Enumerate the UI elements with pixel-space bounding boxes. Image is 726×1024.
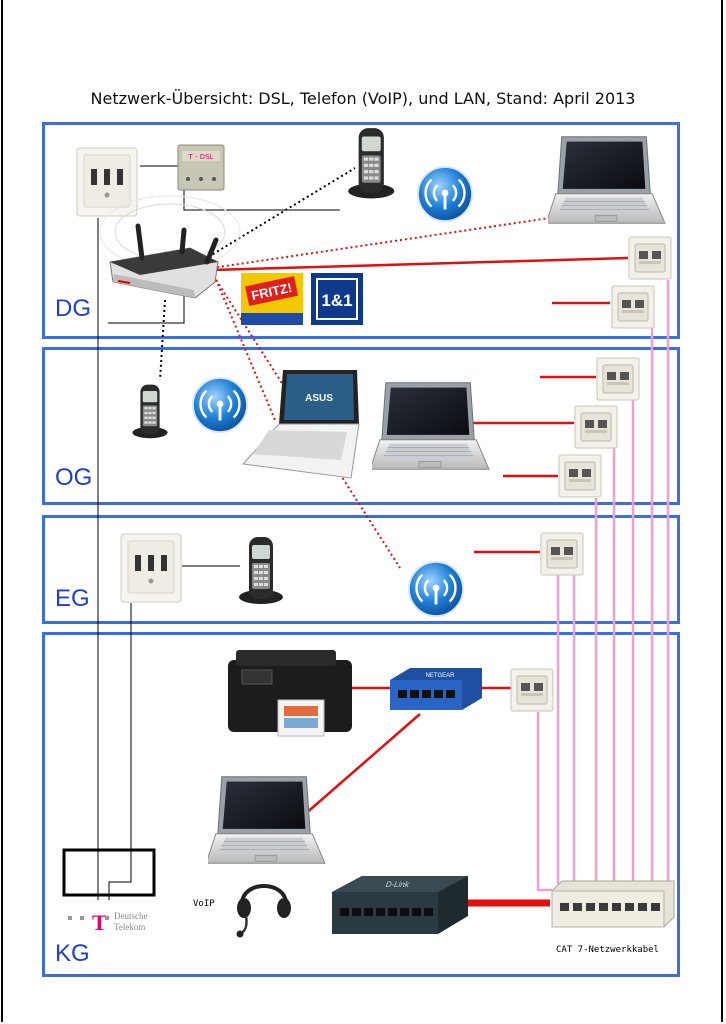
laptop-kg [208, 776, 326, 864]
dsl-splitter-label: T - DSL [188, 153, 214, 161]
floor-og: OG [42, 347, 680, 505]
dect-phone-eg [239, 537, 283, 604]
patch-cables [536, 280, 670, 892]
floor-eg: EG [42, 515, 680, 624]
netgear-switch: NETGEAR [390, 668, 482, 710]
telekom-label-line1: Deutsche [114, 911, 148, 921]
dsl-splitter: T - DSL [177, 144, 225, 191]
telekom-t-icon: T [92, 910, 107, 935]
multifunction-printer [228, 650, 352, 737]
headset-icon [236, 884, 291, 938]
page-title: Netzwerk-Übersicht: DSL, Telefon (VoIP),… [90, 89, 636, 108]
floor-label-eg: EG [55, 585, 90, 612]
dect-phone-dg [348, 128, 395, 199]
one-und-one-logo-text: 1&1 [321, 291, 352, 310]
fritz-logo: FRITZ! [241, 273, 303, 325]
floor-label-dg: DG [55, 295, 91, 322]
floor-dg: DG [42, 122, 680, 339]
laptop-og [372, 382, 490, 470]
wifi-icon-dg [416, 165, 474, 223]
dlink-label: D-Link [384, 880, 411, 889]
dect-phone-og [132, 384, 168, 439]
lan-socket-eg [540, 532, 584, 576]
voip-label: VoIP [193, 899, 215, 909]
lan-socket-og-3 [558, 454, 602, 498]
lan-socket-dg-1 [628, 236, 672, 280]
house-connection-box [62, 848, 156, 897]
patch-panel [551, 880, 675, 928]
phone-socket-eg [120, 533, 182, 603]
lan-socket-og-2 [574, 405, 618, 449]
asus-netbook: ASUS [241, 370, 360, 479]
floor-label-og: OG [55, 464, 93, 491]
wifi-icon-og [191, 376, 249, 434]
deutsche-telekom-logo: T Deutsche Telekom [68, 910, 148, 935]
patch-panel-label: CAT 7-Netzwerkkabel [556, 945, 659, 955]
telekom-label-line2: Telekom [114, 922, 145, 932]
lan-socket-kg [510, 668, 554, 712]
dlink-switch: D-Link [332, 876, 468, 934]
one-und-one-logo: 1&1 [311, 273, 363, 325]
floor-label-kg: KG [55, 940, 90, 967]
dect-links [159, 167, 356, 381]
lan-socket-dg-2 [611, 285, 655, 329]
lan-socket-og-1 [596, 357, 640, 401]
wifi-icon-eg [407, 560, 465, 618]
netgear-label: NETGEAR [425, 673, 455, 679]
phone-socket-dg [76, 147, 138, 217]
laptop-dg [548, 136, 666, 224]
lan-cables [211, 256, 629, 823]
fritzbox-router [99, 195, 241, 299]
asus-label: ASUS [305, 393, 333, 404]
floor-kg: KG [42, 632, 680, 977]
